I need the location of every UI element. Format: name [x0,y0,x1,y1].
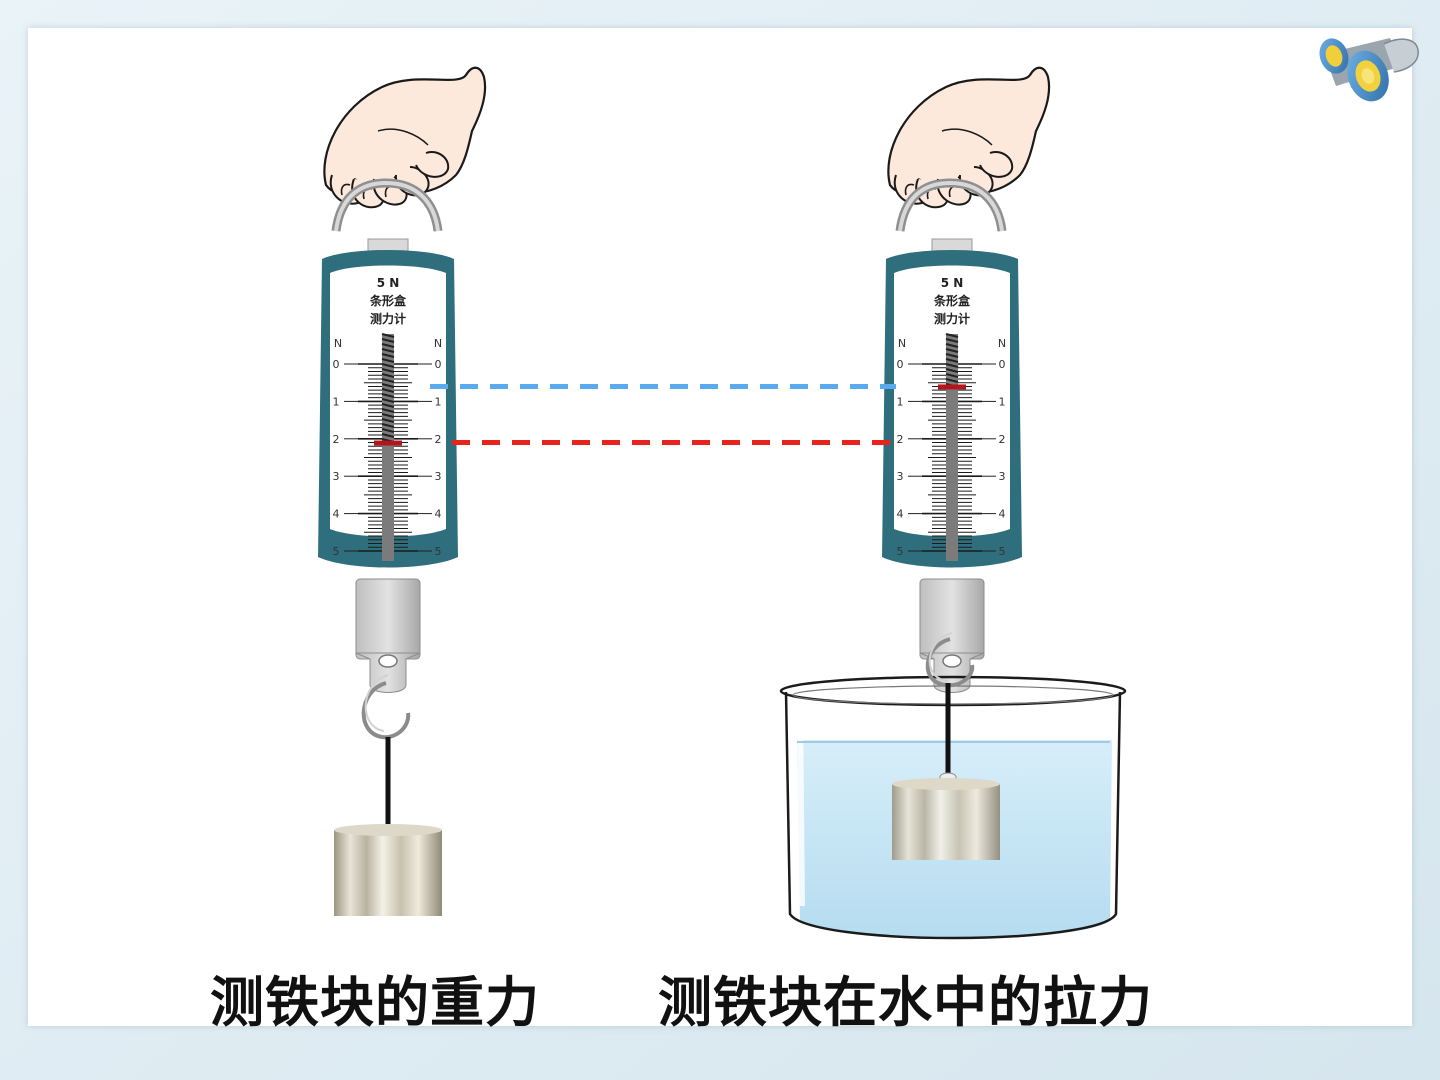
spring-coil [945,353,959,358]
scale-indicator [938,384,966,390]
spring-rod [382,334,394,561]
unit-label-left: N [898,337,906,350]
scale-range-label: 5 N [377,276,400,290]
tick-label: 5 [435,545,442,558]
spring-coil [945,363,959,368]
spring-rod [946,334,958,561]
spring-scale-in-water: 0 0 1 1 2 2 3 3 4 4 5 5 5 N 条形盒 测力计 N N [779,66,1127,940]
spring-coil [945,368,959,373]
scale-name-line2: 测力计 [370,311,406,326]
spring-coil [381,433,395,438]
tick-label: 1 [333,395,340,408]
tick-label: 1 [999,395,1006,408]
spring-coil [945,373,959,378]
spring-coil [381,388,395,393]
tick-label: 2 [333,433,340,446]
spring-coil [945,378,959,383]
tick-label: 0 [999,358,1006,371]
tick-label: 1 [435,395,442,408]
unit-label-right: N [434,337,442,350]
spring-coil [945,358,959,363]
spring-coil [381,423,395,428]
binoculars-icon [1319,38,1419,102]
spring-coil [945,333,959,338]
spring-coil [381,413,395,418]
spring-coil [381,333,395,338]
scale-name-line1: 条形盒 [369,293,407,308]
iron-block-icon [892,778,1000,860]
spring-coil [381,393,395,398]
spring-scale-in-air: 0 0 1 1 2 2 3 3 4 4 5 5 5 N 条形盒 测力计 N N [318,66,487,916]
tick-label: 3 [435,470,442,483]
spring-coil [381,418,395,423]
spring-coil [381,363,395,368]
spring-coil [945,338,959,343]
scale-name-line1: 条形盒 [933,293,971,308]
spring-coil [381,378,395,383]
tick-label: 5 [333,545,340,558]
tick-label: 4 [333,508,340,521]
tick-label: 3 [333,470,340,483]
spring-coil [381,403,395,408]
unit-label-right: N [998,337,1006,350]
spring-coil [945,343,959,348]
tick-label: 4 [897,508,904,521]
iron-block-icon [334,824,442,916]
spring-coil [381,348,395,353]
scale-marks-left: 0 0 1 1 2 2 3 3 4 4 5 5 [333,333,442,561]
caption-pull-in-water: 测铁块在水中的拉力 [658,971,1153,1034]
tick-label: 1 [897,395,904,408]
spring-coil [381,383,395,388]
scale-name-line2: 测力计 [934,311,970,326]
spring-coil [381,343,395,348]
spring-coil [381,373,395,378]
spring-coil [381,408,395,413]
spring-coil [381,398,395,403]
spring-coil [381,428,395,433]
tick-label: 5 [897,545,904,558]
tick-label: 2 [999,433,1006,446]
tick-label: 3 [999,470,1006,483]
scale-marks-right: 0 0 1 1 2 2 3 3 4 4 5 5 [897,333,1006,561]
spring-coil [381,338,395,343]
slide-canvas [28,28,1412,1026]
tick-label: 5 [999,545,1006,558]
caption-weight-in-air: 测铁块的重力 [210,971,540,1034]
reading-comparison-lines [430,383,896,446]
spring-coil [381,368,395,373]
tick-label: 3 [897,470,904,483]
spring-coil [381,358,395,363]
spring-coil [945,348,959,353]
scale-range-label: 5 N [941,276,964,290]
scale-indicator [374,440,402,446]
tick-label: 0 [333,358,340,371]
tick-label: 4 [435,508,442,521]
tick-label: 0 [897,358,904,371]
spring-coil [381,353,395,358]
tick-label: 0 [435,358,442,371]
tick-label: 2 [897,433,904,446]
unit-label-left: N [334,337,342,350]
tick-label: 4 [999,508,1006,521]
tick-label: 2 [435,433,442,446]
